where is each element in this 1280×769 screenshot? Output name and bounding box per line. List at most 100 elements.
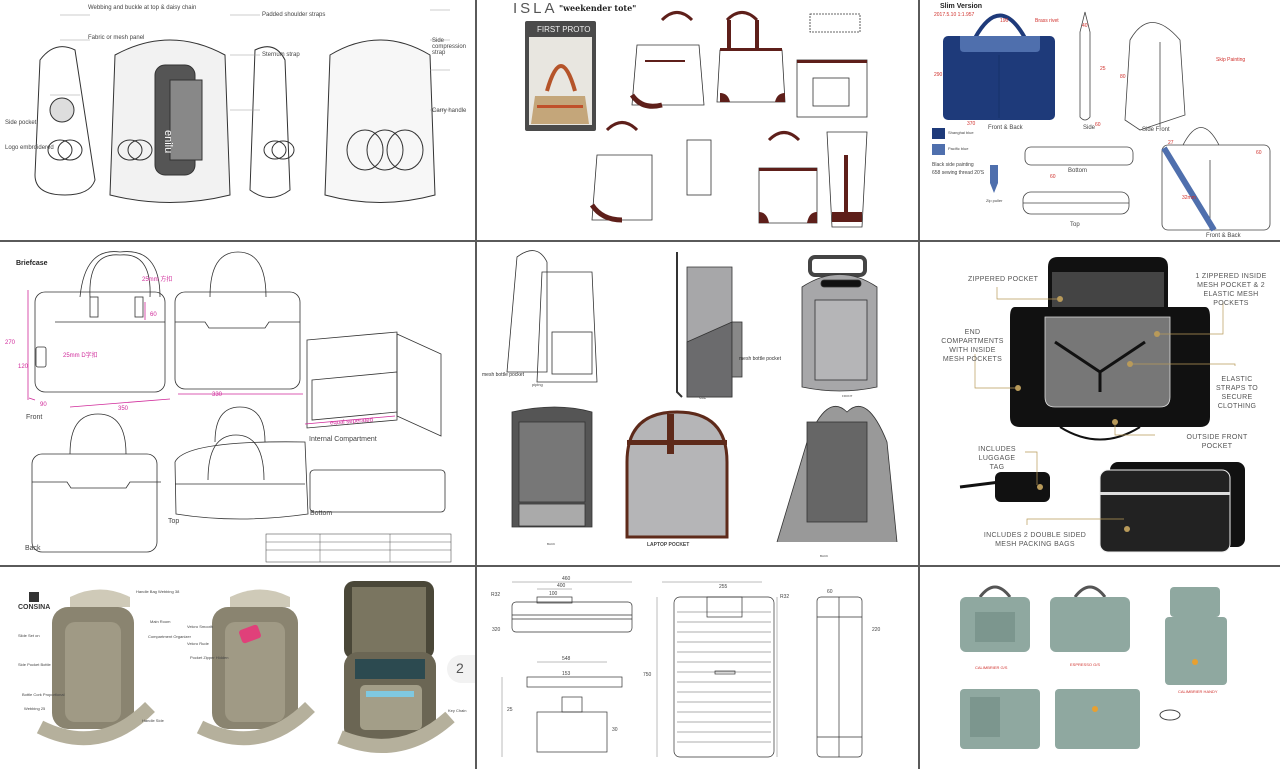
dim: 320 <box>492 627 501 633</box>
svg-text:enilu: enilu <box>162 130 174 153</box>
dim: 290 <box>934 72 943 78</box>
dim: 80 <box>1120 74 1126 80</box>
callout: 25mm 方扣 <box>142 277 173 283</box>
swatch-label: Shanghai blue <box>948 130 974 135</box>
view-label: BACK <box>820 554 829 558</box>
tote-photo <box>531 64 589 124</box>
dim: 25 <box>1100 66 1106 72</box>
panel-teal-bags: CALIMBRIER G/S ESPRESSO G/S CALIMBRIER H… <box>920 567 1280 769</box>
panel-title: Slim Version <box>940 3 983 10</box>
dim: 370 <box>967 121 976 127</box>
dim: 190 <box>1000 18 1009 24</box>
callout-packing-bags: INCLUDES 2 DOUBLE SIDED MESH PACKING BAG… <box>983 532 1087 548</box>
view-label: BACK <box>547 542 556 546</box>
callout: Main Room <box>150 619 171 624</box>
panel-grey-backpack: mesh bottle pocket piping mesh bottle po… <box>477 242 918 565</box>
panel-slim-version: Slim Version 2017.5.10 1:1.957 Shanghai … <box>920 0 1280 240</box>
consina-logo-icon <box>29 592 39 602</box>
callout: mesh bottle pocket <box>482 372 524 378</box>
panel-title: Briefcase <box>16 260 48 267</box>
dim: 60 <box>1095 122 1101 128</box>
swatch-pacific-blue <box>932 144 945 155</box>
view-label: Back <box>25 545 41 552</box>
divider <box>0 240 1280 242</box>
brand-title: ISLA <box>513 0 558 17</box>
callout: 25mm D字扣 <box>63 353 98 359</box>
callout-label: Side pocket <box>5 120 37 126</box>
callout: Pocket Zipper Hidden <box>190 655 229 660</box>
callout: Webbing 25 <box>24 706 46 711</box>
briefcase-drawings <box>27 251 452 563</box>
callout-luggage-tag: INCLUDES LUGGAGE TAG <box>978 446 1016 471</box>
callout-end-compartments: END COMPARTMENTS WITH INSIDE MESH POCKET… <box>941 329 1004 363</box>
brand-logo: CONSINA <box>18 604 51 611</box>
view-label: Internal Compartment <box>309 436 377 443</box>
panel-consina: CONSINA 2 Handle Bag Webbing 38 Main Roo… <box>0 567 475 769</box>
dim: 548 <box>562 656 571 662</box>
dim: 30 <box>612 727 618 733</box>
view-label: Front & Back <box>1206 233 1241 239</box>
callout: Slide Set on <box>18 633 40 638</box>
panel-duffel: ZIPPERED POCKET 1 ZIPPERED INSIDE MESH P… <box>920 242 1280 565</box>
zipper-label: Zip puller <box>986 198 1003 203</box>
callout: Skip Painting <box>1216 57 1246 63</box>
callout-label: Logo embroidered <box>5 145 54 151</box>
callout-elastic-straps: ELASTIC STRAPS TO SECURE CLOTHING <box>1215 376 1259 410</box>
view-label: LAPTOP POCKET <box>647 542 690 548</box>
bag-label: CALIMBRIER G/S <box>975 665 1008 670</box>
callout-label: Sternum strap <box>262 52 300 58</box>
dim: 120 <box>18 364 29 370</box>
date-label: 2017.5.10 1:1.957 <box>934 12 975 18</box>
bag-label: ESPRESSO G/S <box>1070 662 1101 667</box>
dim: 32mm <box>1182 195 1196 201</box>
callout-front-pocket: OUTSIDE FRONT POCKET <box>1186 434 1248 450</box>
panel-isla-tote: ISLA "weekender tote" FIRST PROTO <box>477 0 918 240</box>
view-label: SIDE <box>699 396 707 400</box>
note-line: Black side painting <box>932 162 974 168</box>
divider <box>475 0 477 769</box>
view-label: Top <box>168 518 180 525</box>
subtitle: "weekender tote" <box>559 3 637 13</box>
grey-backpack-drawings <box>506 250 898 543</box>
dim: 153 <box>562 671 571 677</box>
panel-suitcase: 460 R32 400 100 320 548 153 25 30 750 25… <box>477 567 918 769</box>
note-line: 658 sewing thread 20'S <box>932 170 985 176</box>
backpack-sketch-drawing: enilu <box>34 9 450 203</box>
dim: 25 <box>507 707 513 713</box>
dim: 270 <box>5 340 16 346</box>
callout: Bottle Cork Proportional <box>22 692 65 697</box>
view-label: Bottom <box>310 510 333 517</box>
view-label: Top <box>1070 222 1080 228</box>
callout-label: Carry handle <box>432 108 467 114</box>
callout: Velcro Smooth <box>187 624 214 629</box>
dim: 330 <box>212 392 223 398</box>
callout-label: Webbing and buckle at top & daisy chain <box>88 5 197 11</box>
view-label: FRONT <box>842 394 853 398</box>
dim: 60 <box>1256 150 1262 156</box>
callout: Compartment Organizer <box>148 634 191 639</box>
dim: 27 <box>1168 140 1174 146</box>
duffel-drawings <box>959 257 1245 553</box>
callout: Side Pocket Bottle <box>18 662 51 667</box>
callout: Velcro Rude <box>187 641 209 646</box>
view-label: Side Front <box>1142 127 1170 133</box>
callout: Handle Side <box>142 718 164 723</box>
consina-backpack-renders <box>36 581 455 753</box>
divider <box>0 565 1280 567</box>
page-number: 2 <box>456 660 464 676</box>
callout-label: Padded shoulder straps <box>262 12 326 18</box>
first-proto-label: FIRST PROTO <box>537 25 591 34</box>
panel-backpack-sketch: enilu Webbing and buckle at top & daisy … <box>0 0 475 240</box>
callout-zippered-pocket: ZIPPERED POCKET <box>968 276 1039 283</box>
teal-bag-renders <box>960 585 1227 749</box>
dim: 460 <box>562 576 571 582</box>
dim: R32 <box>491 592 501 598</box>
dim: 60 <box>827 589 833 595</box>
dim: 100 <box>549 591 558 597</box>
dim: 750 <box>643 672 652 678</box>
dim: 40 <box>1082 23 1088 29</box>
view-label: Front & Back <box>988 125 1023 131</box>
dim: 90 <box>40 402 47 408</box>
callout: piping <box>532 382 543 387</box>
tote-technical-drawings <box>589 11 868 228</box>
